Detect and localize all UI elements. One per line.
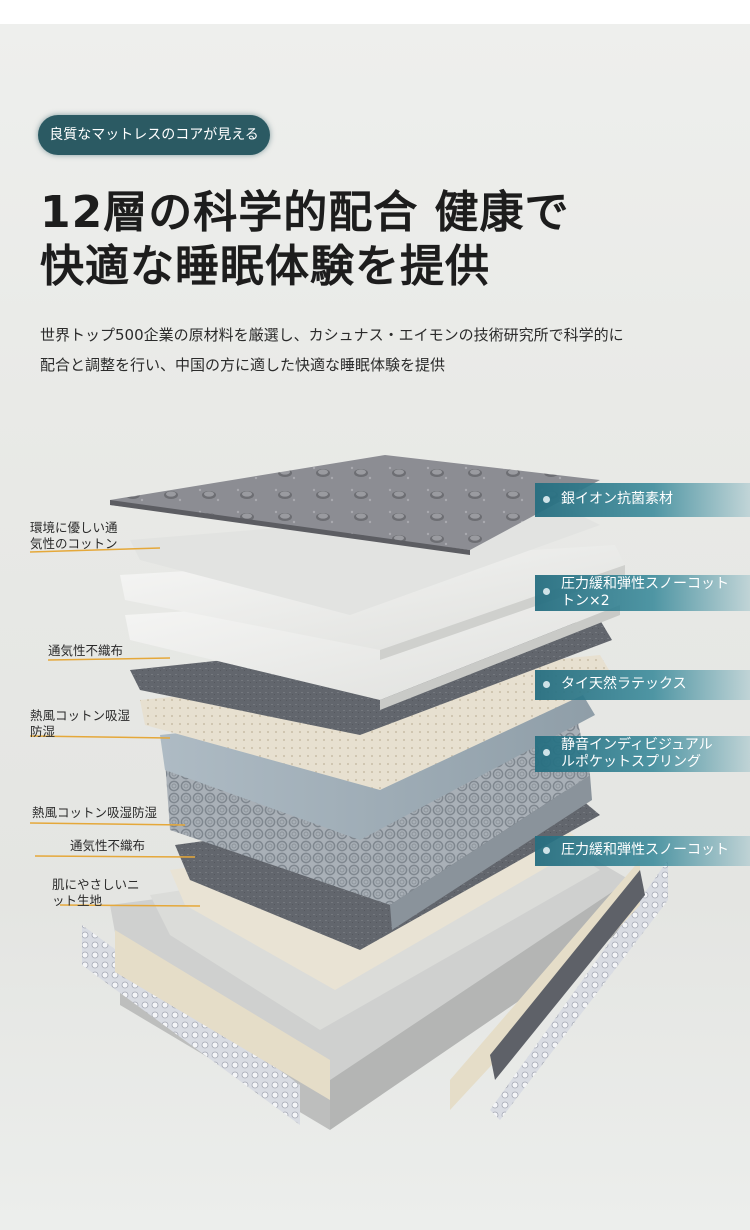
bullet-icon: [543, 588, 550, 595]
description-line-2: 配合と調整を行い、中国の方に適した快適な睡眠体験を提供: [40, 356, 446, 374]
mattress-layers-illustration: [29, 455, 668, 1130]
label-latex: タイ天然ラテックス: [535, 670, 750, 700]
label-breathable-nonwoven-1: 通気性不織布: [48, 643, 124, 658]
description-line-1: 世界トップ500企業の原材料を厳選し、カシュナス・エイモンの技術研究所で科学的に: [40, 326, 624, 344]
bullet-icon: [543, 749, 550, 756]
leader-line: [29, 822, 186, 826]
label-knit-fabric: 肌にやさしいニット生地: [52, 877, 140, 908]
label-breathable-nonwoven-2: 通気性不織布: [70, 838, 146, 853]
label-hot-air-cotton-2: 熱風コットン吸湿防湿: [32, 805, 158, 820]
headline-line-2: 快適な睡眠体験を提供: [40, 241, 490, 292]
bullet-icon: [543, 847, 550, 854]
label-snow-cotton: 圧力緩和弾性スノーコットトン×2: [535, 575, 750, 611]
label-snow-cotton-bottom: 圧力緩和弾性スノーコット: [535, 836, 750, 866]
label-hot-air-cotton-1: 熱風コットン吸湿防湿: [30, 708, 131, 739]
side-cotton-panel-left: [115, 930, 330, 1100]
leader-line: [47, 657, 171, 661]
bullet-icon: [543, 681, 550, 688]
label-silver-ion: 銀イオン抗菌素材: [535, 483, 750, 517]
feature-badge: 良質なマットレスのコアが見える: [38, 115, 270, 155]
description: 世界トップ500企業の原材料を厳選し、カシュナス・エイモンの技術研究所で科学的に…: [40, 320, 720, 380]
side-knit-panel-right: [490, 860, 668, 1120]
layer-silver-ion-top: [110, 455, 600, 550]
leader-line: [29, 735, 171, 739]
label-pocket-spring: 静音インディビジュアルルポケットスプリング: [535, 736, 750, 772]
leader-line: [29, 547, 161, 553]
leader-line: [34, 855, 196, 858]
bullet-icon: [543, 496, 550, 503]
label-eco-cotton: 環境に優しい通気性のコットン: [30, 520, 118, 551]
headline-line-1: 12層の科学的配合 健康で: [40, 187, 570, 238]
leader-line: [59, 904, 201, 907]
page-headline: 12層の科学的配合 健康で 快適な睡眠体験を提供: [40, 186, 700, 294]
